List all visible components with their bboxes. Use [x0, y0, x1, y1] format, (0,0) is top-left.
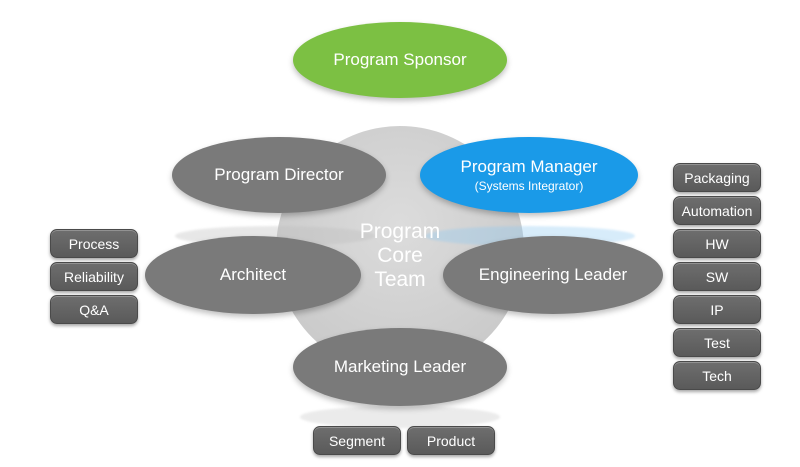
marketing-leader-label: Marketing Leader: [333, 357, 467, 376]
marketing-leader-node[interactable]: Marketing Leader: [293, 328, 507, 406]
program-director-node[interactable]: Program Director: [172, 137, 386, 213]
pill-test[interactable]: Test: [673, 328, 761, 357]
pill-process[interactable]: Process: [50, 229, 138, 258]
pill-sw[interactable]: SW: [673, 262, 761, 291]
pill-segment-label: Segment: [328, 432, 386, 449]
core-line-3: Team: [374, 268, 426, 291]
program-manager-node[interactable]: Program Manager (Systems Integrator): [420, 137, 638, 213]
pill-automation[interactable]: Automation: [673, 196, 761, 225]
pill-tech[interactable]: Tech: [673, 361, 761, 390]
pill-product-label: Product: [426, 432, 476, 449]
pill-ip-label: IP: [710, 301, 724, 318]
pill-reliability-label: Reliability: [64, 268, 124, 285]
pill-reliability[interactable]: Reliability: [50, 262, 138, 291]
program-manager-sublabel: (Systems Integrator): [474, 178, 584, 193]
pill-tech-label: Tech: [702, 367, 732, 384]
pill-automation-label: Automation: [681, 202, 753, 219]
pill-qa[interactable]: Q&A: [50, 295, 138, 324]
architect-label: Architect: [219, 265, 287, 284]
pill-packaging-label: Packaging: [684, 169, 750, 186]
pill-sw-label: SW: [705, 268, 729, 285]
pill-hw-label: HW: [705, 235, 729, 252]
program-manager-label: Program Manager: [460, 156, 598, 176]
pill-process-label: Process: [68, 235, 120, 252]
pill-qa-label: Q&A: [79, 301, 109, 318]
pill-test-label: Test: [704, 334, 730, 351]
program-director-label: Program Director: [214, 165, 344, 184]
program-sponsor-node[interactable]: Program Sponsor: [293, 22, 507, 98]
pill-segment[interactable]: Segment: [313, 426, 401, 455]
core-line-1: Program: [359, 220, 441, 243]
core-team-label: Program Core Team: [330, 220, 470, 292]
pill-packaging[interactable]: Packaging: [673, 163, 761, 192]
architect-node[interactable]: Architect: [145, 236, 361, 314]
pill-product[interactable]: Product: [407, 426, 495, 455]
engineering-leader-label: Engineering Leader: [478, 265, 628, 284]
core-line-2: Core: [377, 244, 423, 267]
pill-ip[interactable]: IP: [673, 295, 761, 324]
program-sponsor-label: Program Sponsor: [333, 50, 467, 69]
marketing-reflection: [300, 406, 500, 428]
engineering-leader-node[interactable]: Engineering Leader: [443, 236, 663, 314]
pill-hw[interactable]: HW: [673, 229, 761, 258]
